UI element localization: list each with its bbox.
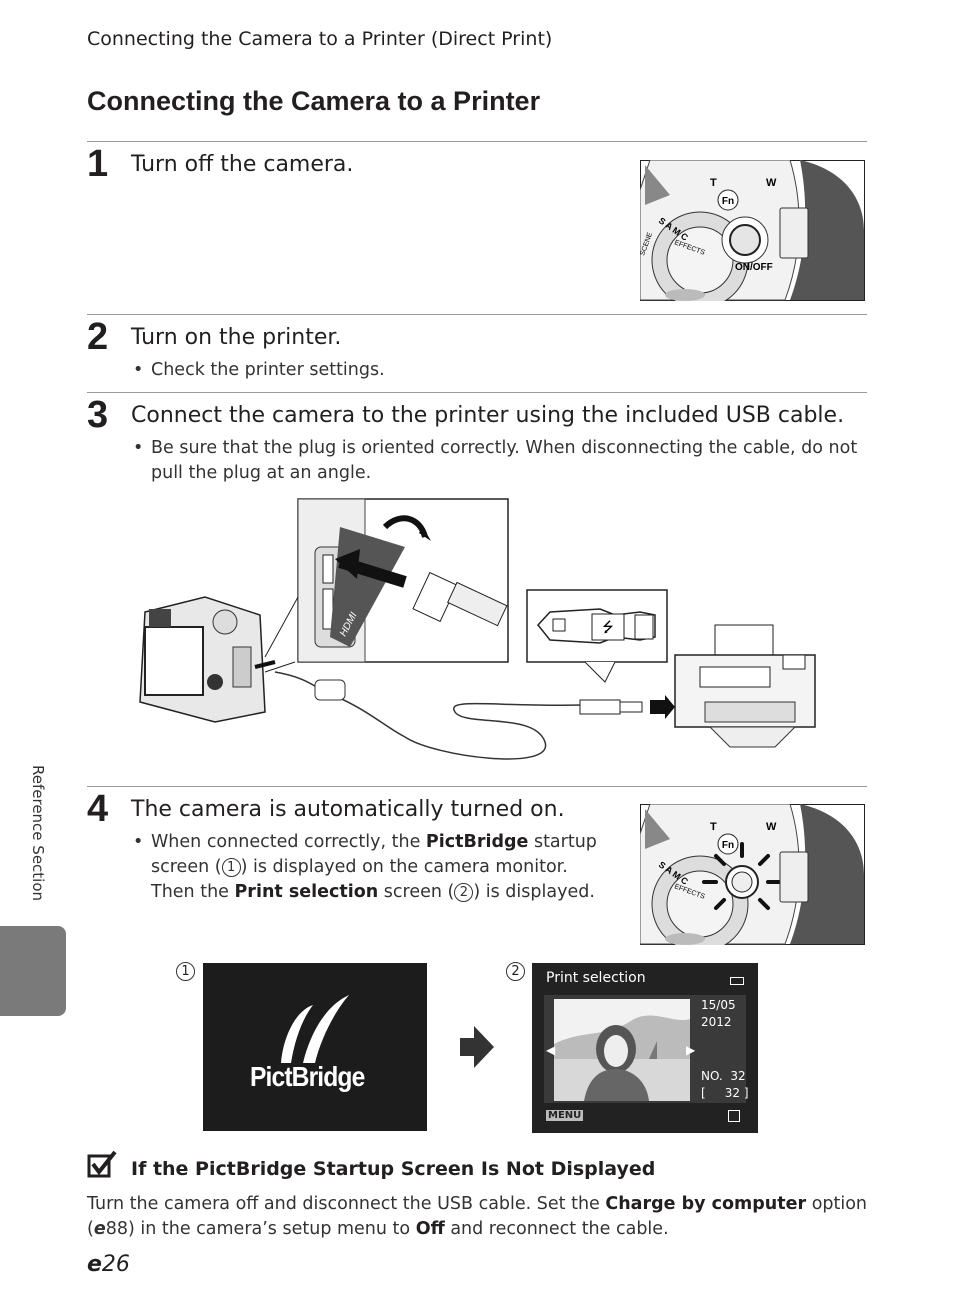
section-title: Connecting the Camera to a Printer xyxy=(87,86,541,116)
pictbridge-logo-icon xyxy=(281,995,349,1063)
step-2-heading: Turn on the printer. xyxy=(131,325,342,350)
divider xyxy=(87,786,867,787)
zoom-t-label: T xyxy=(710,177,717,189)
prev-icon: ◀ xyxy=(546,1043,556,1057)
note-check-icon xyxy=(87,1150,117,1178)
step-3-number: 3 xyxy=(87,394,109,436)
running-header: Connecting the Camera to a Printer (Dire… xyxy=(87,28,553,50)
step-4-number: 4 xyxy=(87,788,109,830)
fn-label: Fn xyxy=(722,196,734,207)
step-1-number: 1 xyxy=(87,143,109,185)
fn-label: Fn xyxy=(722,840,734,851)
pictbridge-screen: PictBridge xyxy=(203,963,427,1131)
e-section-icon: e xyxy=(87,1252,102,1277)
step-4-bullet: • When connected correctly, the PictBrid… xyxy=(133,832,597,902)
e-reference-icon: e xyxy=(93,1219,106,1239)
date-year: 2012 xyxy=(701,1015,732,1029)
zoom-t-label: T xyxy=(710,821,717,833)
onoff-label: ON/OFF xyxy=(735,262,773,273)
pictbridge-wordmark: PictBridge xyxy=(250,1061,365,1092)
page-number: e26 xyxy=(87,1252,130,1277)
arrow-right-icon xyxy=(460,1026,494,1068)
step-3-heading: Connect the camera to the printer using … xyxy=(131,403,845,428)
callout-2: 2 xyxy=(454,883,474,902)
step-2-number: 2 xyxy=(87,316,109,358)
step-2-bullet: •Check the printer settings. xyxy=(133,360,385,380)
step-4-heading: The camera is automatically turned on. xyxy=(131,797,565,822)
menu-icon: MENU xyxy=(546,1110,584,1121)
camera-power-on-illustration: Fn T W S A M C EFFECTS xyxy=(640,804,865,945)
side-section-label: Reference Section xyxy=(29,765,47,902)
screen-2-callout: 2 xyxy=(506,962,525,981)
side-section-tab xyxy=(0,926,66,1016)
note-title: If the PictBridge Startup Screen Is Not … xyxy=(131,1158,656,1180)
step-3-bullet: •Be sure that the plug is oriented corre… xyxy=(133,438,858,483)
divider xyxy=(87,392,867,393)
battery-icon xyxy=(730,977,744,985)
divider xyxy=(87,141,867,142)
zoom-w-label: W xyxy=(766,177,777,189)
screen-1-callout: 1 xyxy=(176,962,195,981)
print-selection-title: Print selection xyxy=(546,970,646,986)
grid-icon xyxy=(728,1110,740,1122)
svg-text:⭍: ⭍ xyxy=(602,620,614,636)
zoom-w-label: W xyxy=(766,821,777,833)
date-day: 15/05 xyxy=(701,998,736,1012)
image-count: [ 32 ] xyxy=(701,1086,749,1100)
next-icon: ▶ xyxy=(686,1043,696,1057)
usb-connection-illustration: HDMI ⭍ xyxy=(139,498,816,760)
step-1-heading: Turn off the camera. xyxy=(131,152,354,177)
divider xyxy=(87,314,867,315)
print-selection-screen: Print selection ◀ ▶ 15/05 2012 NO. 32 [ … xyxy=(532,963,758,1133)
camera-top-illustration: Fn T W ON/OFF S A M C EFFECTS SCENE xyxy=(640,160,865,301)
callout-1: 1 xyxy=(221,858,241,877)
image-number: NO. 32 xyxy=(701,1069,746,1083)
note-body: Turn the camera off and disconnect the U… xyxy=(87,1194,868,1239)
photo-thumbnail xyxy=(554,999,690,1101)
